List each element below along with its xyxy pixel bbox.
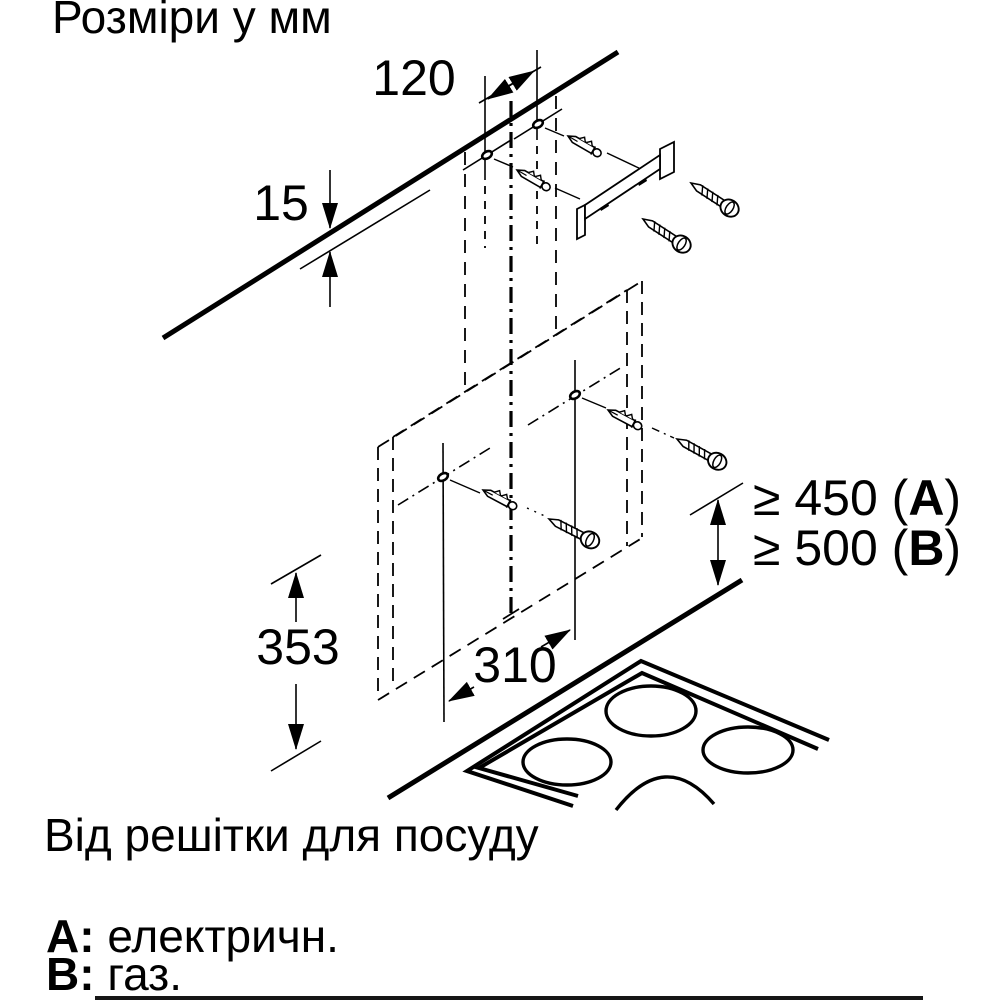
dim-353-label: 353 xyxy=(256,619,340,675)
dimension-120 xyxy=(478,66,542,104)
drill-hole-icon xyxy=(530,117,546,131)
countertop-line xyxy=(386,577,744,801)
burner-ring xyxy=(521,737,613,787)
clearance-gas-prefix: ≥ 500 ( xyxy=(753,520,909,576)
dim-310-label: 310 xyxy=(473,637,557,693)
page-title: Розміри у мм xyxy=(52,0,332,43)
dim-120-label: 120 xyxy=(372,50,456,106)
burner-ring xyxy=(604,684,698,738)
screw-icon xyxy=(637,211,695,258)
dimension-353 xyxy=(270,554,322,772)
dim-15-label: 15 xyxy=(253,175,309,231)
hood-bottom-edge-dashed xyxy=(377,537,643,701)
duct-outline-dashed xyxy=(464,96,557,391)
bracket-slot xyxy=(600,203,609,211)
drill-hole-icon xyxy=(567,388,583,402)
cooktop xyxy=(462,658,830,812)
wall-plug-icon xyxy=(480,482,521,513)
screw-icon xyxy=(672,430,731,475)
bracket-slot xyxy=(638,178,647,186)
wall-plug-icon xyxy=(564,128,606,160)
clearance-electric-suffix: ) xyxy=(944,470,962,526)
wall-line xyxy=(161,49,620,341)
legend-item-a: A: електричн. xyxy=(46,913,339,959)
clearance-electric-label: ≥ 450 (A) xyxy=(753,473,961,523)
screw-icon xyxy=(685,175,743,222)
burner-ring xyxy=(701,725,795,775)
screw-icon xyxy=(544,510,604,553)
dimension-310 xyxy=(448,629,571,702)
clearance-gas-suffix: ) xyxy=(944,520,962,576)
clearance-electric-letter: A xyxy=(908,470,945,526)
clearance-gas-letter: B xyxy=(908,520,945,576)
dimension-clearance xyxy=(689,482,744,586)
upper-mounting-holes xyxy=(462,50,644,200)
wall-plug-icon xyxy=(513,162,555,194)
legend-value-a: електричн. xyxy=(107,910,339,962)
clearance-electric-prefix: ≥ 450 ( xyxy=(753,470,909,526)
cooktop-inner-border xyxy=(473,670,819,798)
lower-mounting-holes xyxy=(397,360,675,723)
drill-hole-icon xyxy=(435,470,451,484)
legend-key-b: B: xyxy=(46,948,95,1000)
burner-ring xyxy=(614,775,716,812)
cooktop-outer-border xyxy=(462,658,830,808)
caption: Від решітки для посуду xyxy=(44,809,539,861)
clearance-gas-label: ≥ 500 (B) xyxy=(753,523,961,573)
drill-hole-icon xyxy=(479,148,495,162)
legend-key-a: A: xyxy=(46,910,95,962)
wall-offset-line xyxy=(299,189,431,270)
mounting-bracket xyxy=(576,140,675,241)
wall-plug-icon xyxy=(605,402,646,433)
center-axis-line xyxy=(502,101,520,620)
bottom-separator xyxy=(95,996,923,1000)
legend-value-b: газ. xyxy=(107,948,183,1000)
legend-item-b: B: газ. xyxy=(46,951,182,997)
